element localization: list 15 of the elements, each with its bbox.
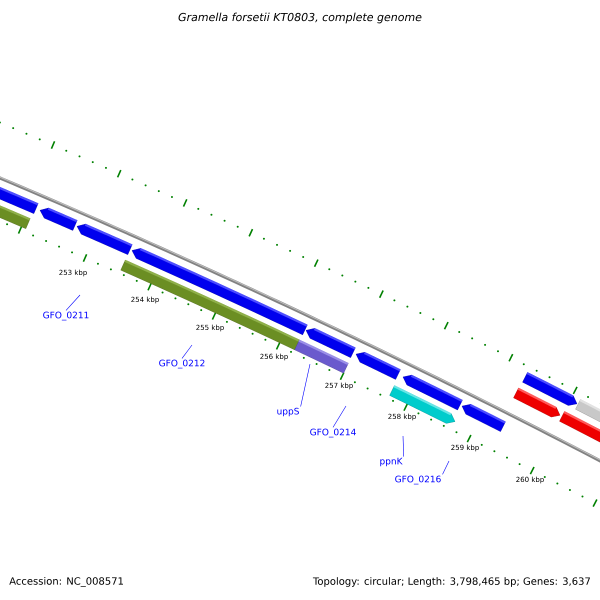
gene-label: GFO_0216 xyxy=(395,476,441,484)
leader-line xyxy=(402,436,404,457)
leader-line xyxy=(182,344,192,359)
gene-label: GFO_0211 xyxy=(43,312,88,320)
gene-label: uppS xyxy=(277,408,299,416)
gene-label: ppnK xyxy=(380,458,403,466)
gene-label: GFO_0212 xyxy=(159,360,204,368)
title: Gramella forsetii KT0803, complete genome xyxy=(178,12,422,24)
leader-line xyxy=(66,294,80,311)
footer-text: Accession: NC_008571 xyxy=(9,577,123,587)
leader-line xyxy=(300,364,310,407)
gene-label: GFO_0214 xyxy=(310,428,356,438)
footer-text: Topology: circular; Length: 3,798,465 bp; Genes: 3,637 xyxy=(312,577,590,587)
leader-line xyxy=(442,460,450,475)
leader-line xyxy=(332,406,346,428)
